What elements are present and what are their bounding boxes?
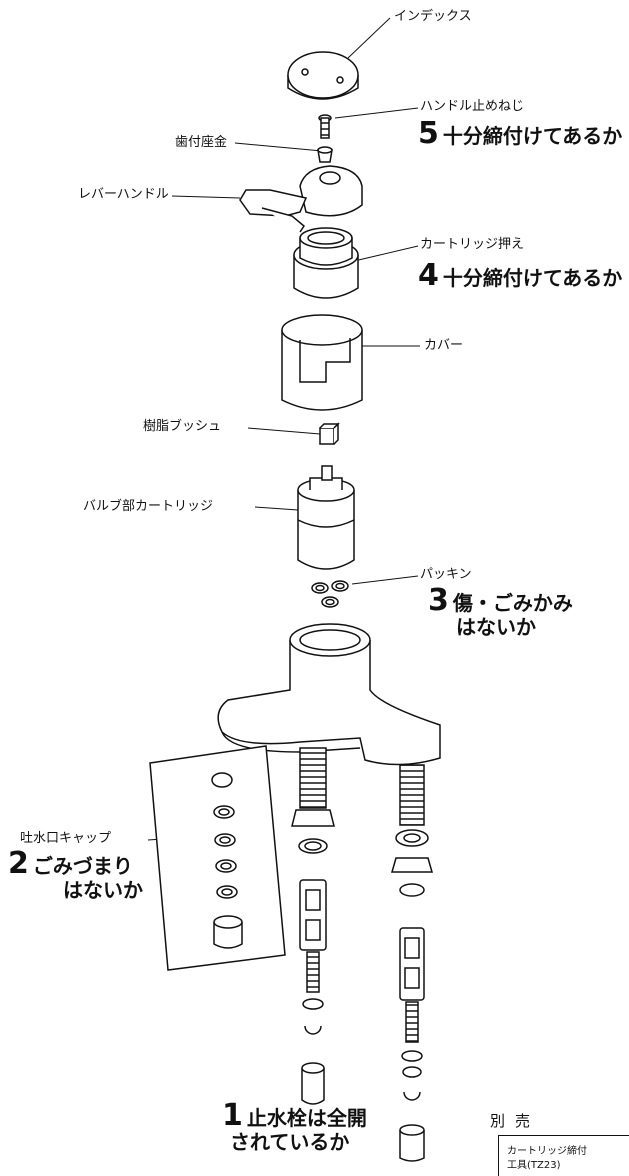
sold-separately-item-line1: カートリッジ締付 — [507, 1146, 587, 1157]
check-text-5: 十分締付けてあるか — [442, 124, 623, 148]
handle-screw-part — [318, 114, 332, 139]
index-cap-part — [287, 51, 359, 100]
label-index: インデックス — [394, 9, 472, 24]
check-number-1: 1 — [222, 1098, 243, 1133]
label-spout-cap: 吐水口キャップ — [20, 831, 112, 846]
lever-handle-part — [239, 165, 363, 233]
check-text-3b: はないか — [456, 614, 536, 639]
cover-part — [281, 314, 363, 411]
check-text-1b: されているか — [230, 1129, 350, 1154]
check-number-4: 4 — [418, 258, 439, 293]
cartridge-retainer-part — [293, 227, 359, 299]
leader-lines — [147, 17, 420, 841]
label-toothed-washer: 歯付座金 — [175, 135, 228, 150]
check-number-3: 3 — [428, 583, 449, 618]
label-cartridge-retainer: カートリッジ押え — [420, 237, 525, 252]
resin-bush-part — [319, 422, 340, 445]
sold-separately-item-line2: 工具(TZ23) — [507, 1160, 561, 1171]
right-supply-pipe-part — [391, 764, 433, 1162]
check-number-2: 2 — [8, 846, 29, 881]
check-text-1a: 止水栓は全開 — [246, 1106, 367, 1130]
label-valve-cartridge: バルブ部カートリッジ — [83, 499, 214, 514]
valve-cartridge-part — [297, 465, 355, 570]
check-number-5: 5 — [418, 116, 439, 151]
label-cover: カバー — [424, 338, 464, 353]
check-text-3a: 傷・ごみかみ — [452, 591, 573, 615]
sold-separately-title: 別売 — [490, 1112, 541, 1130]
left-supply-pipe-part — [291, 747, 335, 1105]
label-handle-screw: ハンドル止めねじ — [420, 99, 525, 114]
check-text-2a: ごみづまり — [32, 854, 133, 878]
label-lever-handle: レバーハンドル — [78, 187, 169, 202]
label-packing: パッキン — [420, 567, 472, 582]
check-text-4: 十分締付けてあるか — [442, 266, 623, 290]
sold-separately-item-box: カートリッジ締付 工具(TZ23) — [498, 1135, 629, 1176]
packing-rings-part — [311, 580, 349, 608]
check-text-2b: はないか — [63, 877, 143, 902]
faucet-body-part — [217, 623, 441, 766]
spout-cap-inset-part — [149, 745, 286, 971]
toothed-washer-part — [317, 146, 333, 163]
label-resin-bush: 樹脂ブッシュ — [143, 419, 222, 434]
sold-separately-box: 別売 カートリッジ締付 工具(TZ23) — [490, 1110, 629, 1176]
